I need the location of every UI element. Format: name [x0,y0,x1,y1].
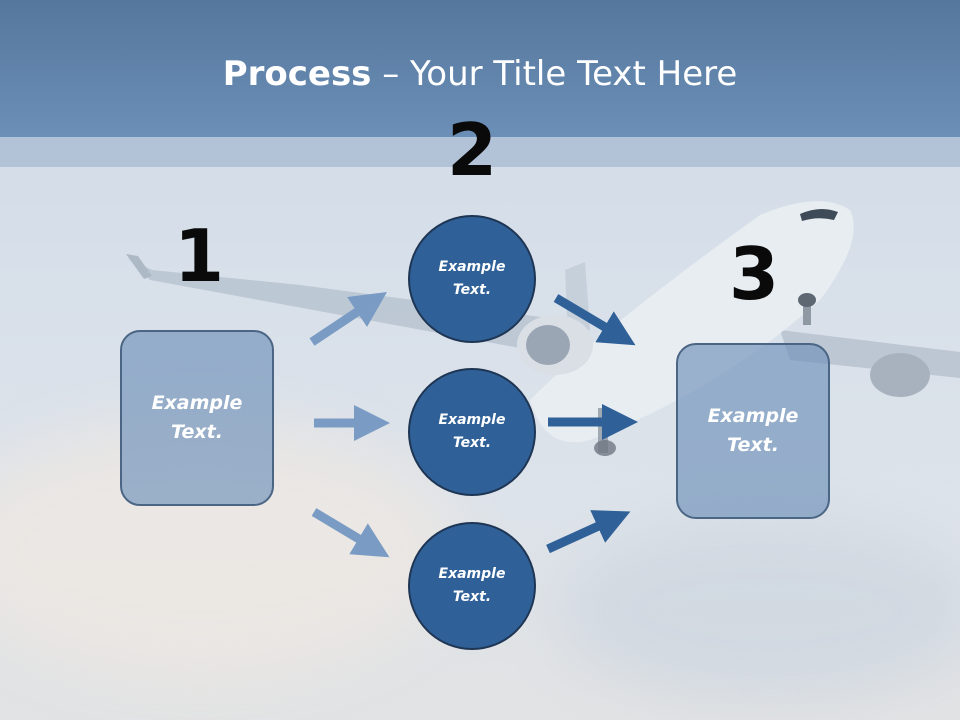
step3-box-text: Example Text. [707,405,799,456]
background-cloud [560,520,960,700]
step2-circle-top-text: Example Text. [438,259,506,298]
arrow-bottom-to-step3 [546,510,631,554]
arrow-top-to-step3 [553,294,636,346]
step2-circle-top: Example Text. [408,215,536,343]
title-rest: – Your Title Text Here [371,54,738,94]
step1-box: Example Text. [120,330,274,506]
step2-circle-bottom: Example Text. [408,522,536,650]
step-number-1: 1 [173,214,225,298]
slide-title: Process – Your Title Text Here [0,52,960,96]
title-bar [0,0,960,137]
step3-box: Example Text. [676,343,830,519]
title-bold: Process [222,54,372,94]
arrow-step1-to-top [309,292,387,346]
step1-box-text: Example Text. [151,392,243,443]
step2-circle-middle-text: Example Text. [438,412,506,451]
step2-circle-bottom-text: Example Text. [438,566,506,605]
step2-circle-middle: Example Text. [408,368,536,496]
step-number-2: 2 [446,108,498,192]
step-number-3: 3 [728,232,780,316]
title-bar-strip [0,137,960,167]
arrow-step1-to-bottom [311,508,390,558]
